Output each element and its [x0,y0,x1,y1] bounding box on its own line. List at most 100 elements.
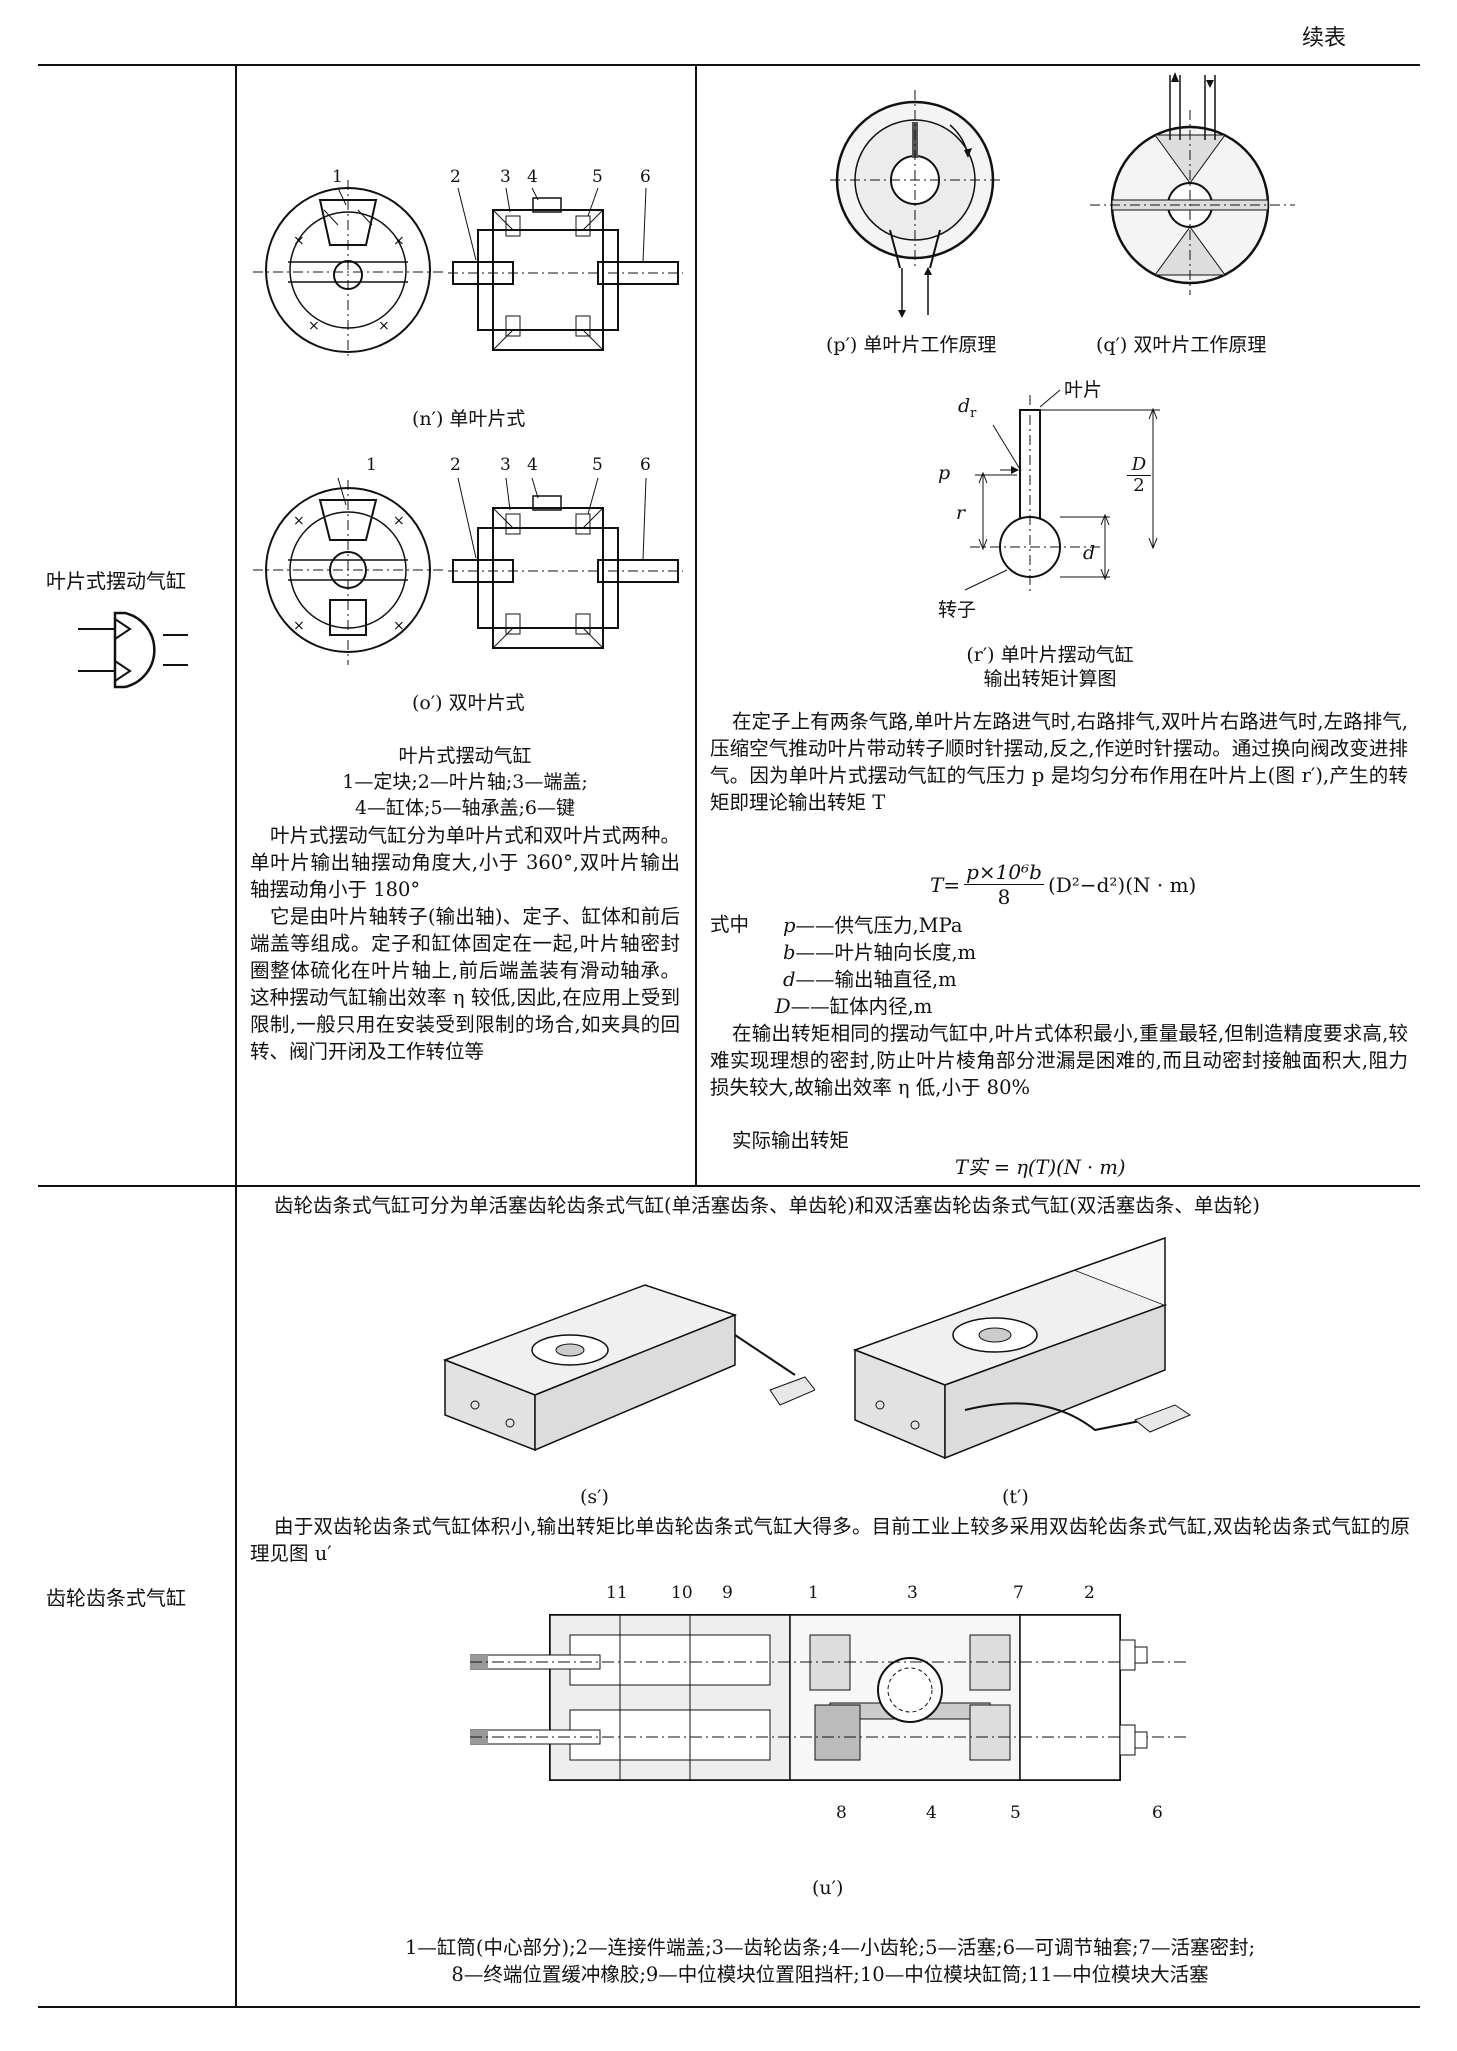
formula-lhs: T= [930,872,961,897]
variable-row: D——缸体内径,m [775,993,976,1020]
variable-desc: ——叶片轴向长度,m [795,941,977,964]
fig-p-caption: (p′) 单叶片工作原理 [826,334,997,356]
caption-line-2: 4—缸体;5—轴承盖;6—键 [354,797,576,819]
svg-text:×: × [308,318,320,334]
continued-label: 续表 [1302,26,1347,51]
variable-desc: ——输出轴直径,m [795,968,957,991]
svg-text:×: × [393,233,405,249]
fig-n-label-4: 4 [527,167,538,187]
where-label: 式中 [710,913,750,936]
fig-r-r-label: r [956,502,966,524]
fig-u-label-3: 3 [907,1583,918,1603]
table-top-border [38,64,1420,66]
variable-symbol: d [783,968,796,991]
actual-torque-formula: T实 = η(T)(N · m) [955,1156,1126,1179]
variable-row: b——叶片轴向长度,m [775,939,976,966]
fig-u-label-4: 4 [926,1803,937,1823]
fig-o-label-4: 4 [527,455,538,475]
fig-u-label-2: 2 [1084,1583,1095,1603]
fig-r-d-label: d [1083,542,1096,564]
fig-n-label-6: 6 [640,167,651,187]
fig-o-label-2: 2 [450,455,461,475]
single-vane-drawing: × × × × [253,180,683,360]
fig-u-label-9: 9 [722,1583,733,1603]
fig-u-label-5: 5 [1010,1803,1021,1823]
row2-legend-1: 1—缸筒(中心部分);2—连接件端盖;3—齿轮齿条;4—小齿轮;5—活塞;6—可… [404,1936,1256,1959]
left-paragraph-1: 叶片式摆动气缸分为单叶片式和双叶片式两种。单叶片输出轴摆动角度大,小于 360°… [250,824,680,901]
fig-r-2-symbol: 2 [1133,475,1145,496]
variable-symbol: D [775,995,791,1018]
vane-actuator-symbol [78,611,188,689]
fig-u-label-7: 7 [1013,1583,1024,1603]
single-vane-principle-drawing [830,90,1000,318]
fig-o-label-1: 1 [366,455,377,475]
row2-name: 齿轮齿条式气缸 [46,1586,186,1610]
double-vane-principle-drawing [1090,72,1295,295]
caption-line-1: 1—定块;2—叶片轴;3—端盖; [342,771,588,793]
variables-list: p——供气压力,MPa b——叶片轴向长度,m d——输出轴直径,m D——缸体… [775,912,976,1020]
fig-u-label-1: 1 [808,1583,819,1603]
fig-n-label-2: 2 [450,167,461,187]
column-divider-1 [235,64,237,2006]
table-bottom-border [38,2006,1420,2008]
row2-intro: 齿轮齿条式气缸可分为单活塞齿轮齿条式气缸(单活塞齿条、单齿轮)和双活塞齿轮齿条式… [274,1194,1260,1217]
fig-n-label-3: 3 [500,167,511,187]
formula-rhs: (D²−d²)(N · m) [1047,872,1197,897]
actual-torque-label: 实际输出转矩 [732,1129,850,1152]
fig-n-label-1: 1 [332,167,343,187]
fig-o-label-5: 5 [592,455,603,475]
fig-o-label-3: 3 [500,455,511,475]
variable-symbol: b [783,941,796,964]
formula-denominator: 8 [997,885,1011,909]
fig-u-label-8: 8 [836,1803,847,1823]
fig-r-caption-1: (r′) 单叶片摆动气缸 [966,644,1134,666]
fig-r-p-label: p [938,462,951,484]
svg-text:×: × [378,318,390,334]
formula-numerator: p×10⁶b [964,860,1044,885]
fig-r-D-over-2: D 2 [1127,455,1151,496]
fig-o-label-6: 6 [640,455,651,475]
svg-text:×: × [293,513,305,529]
svg-text:×: × [293,233,305,249]
torque-calculation-drawing [964,389,1160,595]
double-rack-section-drawing [470,1614,1190,1781]
svg-text:×: × [293,618,305,634]
double-rack-pinion-illustration [852,1236,1192,1460]
fig-n-label-5: 5 [592,167,603,187]
single-rack-pinion-illustration [442,1284,815,1452]
fig-t-caption: (t′) [1002,1486,1029,1508]
column-divider-2 [695,64,697,1185]
right-paragraph-2: 在输出转矩相同的摆动气缸中,叶片式体积最小,重量最轻,但制造精度要求高,较难实现… [710,1022,1408,1099]
fig-o-caption: (o′) 双叶片式 [412,692,525,714]
fig-s-caption: (s′) [580,1486,609,1508]
fig-r-rotor-label: 转子 [938,599,977,621]
fig-r-vane-label: 叶片 [1064,379,1103,401]
fig-r-dr-label: dr [958,393,976,427]
fig-n-caption: (n′) 单叶片式 [412,408,526,430]
row-divider [38,1185,1420,1187]
row2-legend-2: 8—终端位置缓冲橡胶;9—中位模块位置阻挡杆;10—中位模块缸筒;11—中位模块… [451,1963,1209,1986]
right-paragraph-1: 在定子上有两条气路,单叶片左路进气时,右路排气,双叶片右路进气时,左路排气,压缩… [710,710,1408,814]
fig-r-D-symbol: D [1127,455,1151,476]
double-vane-drawing: × × × × [253,477,683,665]
left-paragraph-2: 它是由叶片轴转子(输出轴)、定子、缸体和前后端盖等组成。定子和缸体固定在一起,叶… [250,905,680,1063]
fig-q-caption: (q′) 双叶片工作原理 [1096,334,1267,356]
variable-desc: ——缸体内径,m [790,995,933,1018]
svg-text:×: × [393,618,405,634]
variable-row: d——输出轴直径,m [775,966,976,993]
fig-u-label-10: 10 [671,1583,693,1603]
fig-r-dr-subscript: r [970,405,977,421]
fig-u-caption: (u′) [812,1877,844,1899]
fig-r-dr-symbol: d [958,395,971,417]
caption-title: 叶片式摆动气缸 [398,745,532,767]
row1-name: 叶片式摆动气缸 [46,569,186,593]
torque-formula: T= p×10⁶b 8 (D²−d²)(N · m) [930,860,1196,909]
row2-mid-paragraph: 由于双齿轮齿条式气缸体积小,输出转矩比单齿轮齿条式气缸大得多。目前工业上较多采用… [250,1515,1410,1565]
fig-u-label-6: 6 [1152,1803,1163,1823]
fig-u-label-11: 11 [606,1583,628,1603]
variable-desc: ——供气压力,MPa [795,914,963,937]
variable-row: p——供气压力,MPa [775,912,976,939]
svg-text:×: × [393,513,405,529]
variable-symbol: p [783,914,796,937]
fig-r-caption-2: 输出转矩计算图 [983,668,1117,690]
